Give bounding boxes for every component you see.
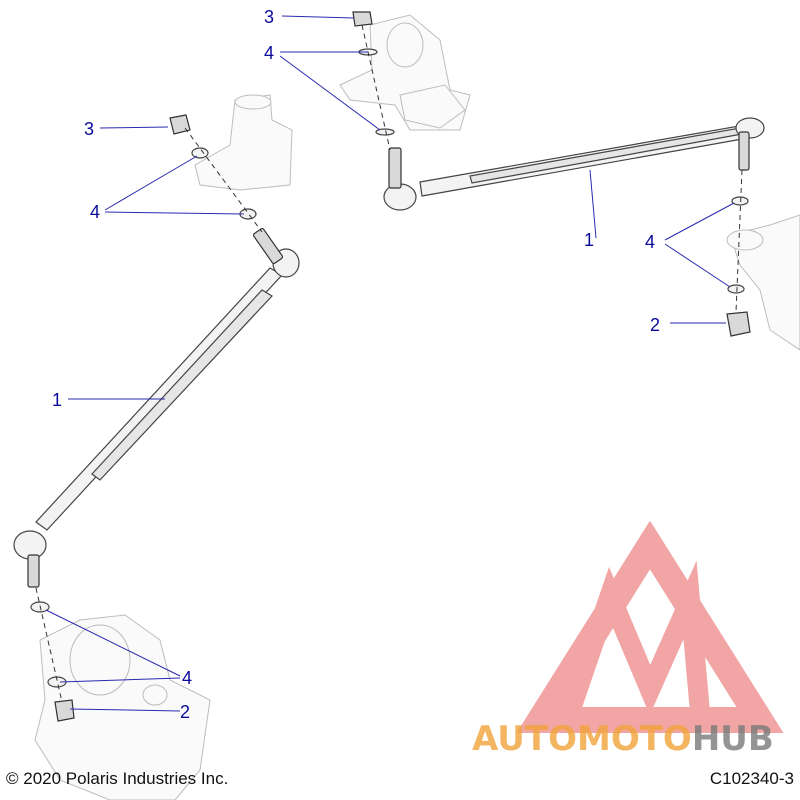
callout-2-right: 2: [650, 315, 660, 335]
figure-id: C102340-3: [710, 769, 794, 788]
callout-3-top: 3: [264, 7, 274, 27]
leader-lines: [45, 15, 735, 712]
right-nut-2: [726, 311, 751, 337]
callout-2-left: 2: [180, 702, 190, 722]
callout-1-left: 1: [52, 390, 62, 410]
top-washer-lower: [375, 128, 395, 136]
assembly-centerlines: [35, 24, 743, 703]
callout-4-top: 4: [264, 43, 274, 63]
callout-3-left: 3: [84, 119, 94, 139]
right-tie-rod-assembly: [383, 117, 765, 211]
left-nut-3: [169, 114, 191, 135]
right-steering-knuckle: [726, 214, 800, 351]
callout-1-right: 1: [584, 230, 594, 250]
upper-left-knuckle: [194, 94, 293, 191]
automotohub-logo: [516, 520, 784, 733]
bottom-nut-2: [54, 699, 75, 722]
top-nut-3: [352, 11, 373, 27]
callout-4-bottom: 4: [182, 668, 192, 688]
upper-steering-knuckle: [339, 14, 471, 131]
right-washer-lower: [727, 284, 745, 294]
logo-wordmark: AUTOMOTOHUB: [472, 719, 774, 759]
left-washer-upper: [191, 147, 209, 159]
right-washer-upper: [731, 196, 749, 206]
copyright-notice: © 2020 Polaris Industries Inc.: [6, 769, 228, 788]
callout-4-left: 4: [90, 202, 100, 222]
callout-4-right: 4: [645, 232, 655, 252]
logo-m-mark: [560, 560, 710, 716]
lower-left-knuckle: [34, 614, 211, 800]
hardware-parts: [30, 11, 751, 722]
